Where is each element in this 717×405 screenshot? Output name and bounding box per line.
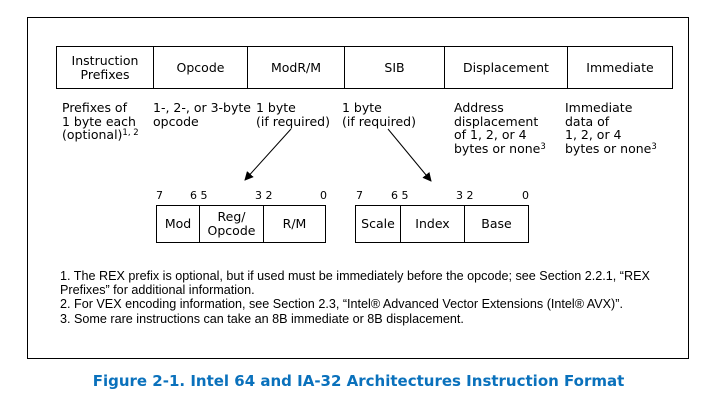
modrm-reg-opcode: Reg/ Opcode [200,206,264,242]
modrm-mod: Mod [157,206,200,242]
field-prefixes: Instruction Prefixes [57,47,154,88]
figure-frame [27,17,689,359]
modrm-rm: R/M [282,216,307,231]
desc-opcode: 1-, 2-, or 3-byte opcode [153,100,251,129]
sib-scale: Scale [356,206,401,242]
modrm-bit-32: 3 2 [255,189,273,202]
desc-sib: 1 byte (if required) [342,100,416,129]
desc-immediate-footnote: 3 [651,141,657,152]
footnotes: 1. The REX prefix is optional, but if us… [60,269,670,326]
desc-displacement-text: Address displacement of 1, 2, or 4 bytes… [454,100,541,156]
footnote-1: 1. The REX prefix is optional, but if us… [60,269,650,298]
sib-byte: Scale Index Base [355,205,529,243]
field-immediate: Immediate [586,59,654,75]
footnote-2: 2. For VEX encoding information, see Sec… [60,297,623,312]
sib-bit-32: 3 2 [456,189,474,202]
desc-prefixes-footnote: 1, 2 [122,128,139,138]
desc-immediate-text: Immediate data of 1, 2, or 4 bytes or no… [565,100,652,156]
sib-bit-0: 0 [522,189,529,202]
modrm-byte: Mod Reg/ Opcode R/M [156,205,326,243]
sib-bit-7: 7 [356,189,363,202]
desc-displacement: Address displacement of 1, 2, or 4 bytes… [454,101,546,155]
sib-index: Index [401,206,465,242]
field-opcode: Opcode [154,47,248,88]
desc-displacement-footnote: 3 [540,141,546,152]
modrm-bit-7: 7 [156,189,163,202]
field-modrm: ModR/M [248,47,345,88]
sib-bit-65: 6 5 [391,189,409,202]
arrow-sib [387,128,432,182]
desc-prefixes: Prefixes of 1 byte each (optional)1, 2 [62,101,139,142]
desc-modrm: 1 byte (if required) [256,100,330,129]
arrow-modrm [244,128,292,181]
desc-prefixes-text: Prefixes of 1 byte each (optional) [62,100,136,142]
footnote-3: 3. Some rare instructions can take an 8B… [60,311,464,326]
desc-immediate: Immediate data of 1, 2, or 4 bytes or no… [565,101,657,155]
figure-caption: Figure 2-1. Intel 64 and IA-32 Architect… [92,372,625,390]
modrm-bit-65: 6 5 [190,189,208,202]
sib-base: Base [481,216,512,231]
modrm-bit-0: 0 [320,189,327,202]
field-displacement: Displacement [445,47,568,88]
field-sib: SIB [345,47,445,88]
instruction-format-row: Instruction Prefixes Opcode ModR/M SIB D… [56,46,673,89]
